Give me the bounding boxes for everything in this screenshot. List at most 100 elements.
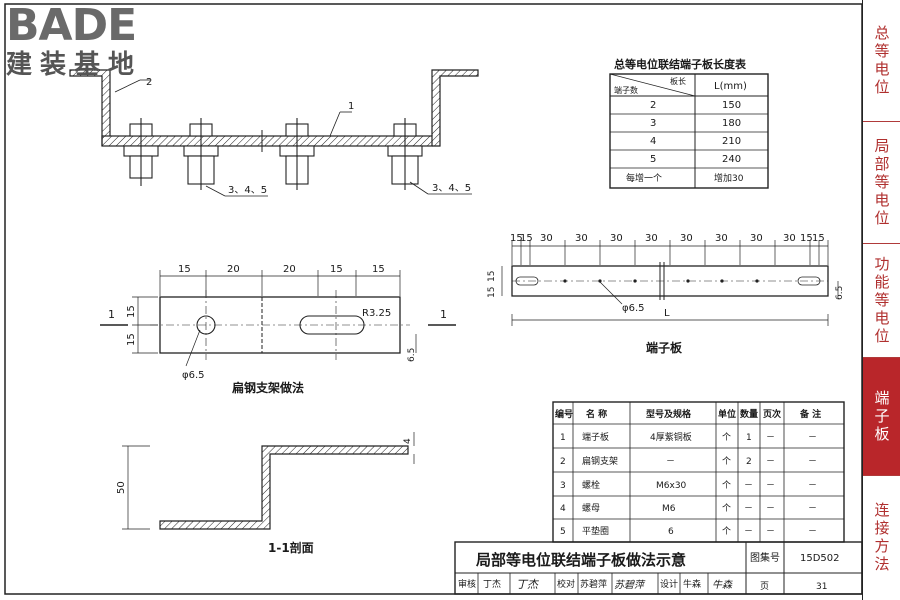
svg-text:个: 个 [722,432,731,443]
svg-text:5: 5 [560,527,566,537]
sidebar-tab-label: 端子板 [872,389,891,444]
svg-text:－: － [744,504,753,514]
section-caption: 1-1剖面 [268,540,314,555]
svg-text:3: 3 [650,118,656,129]
svg-text:15: 15 [812,233,825,244]
sidebar-tab-local-equipotential[interactable]: 局部等电位 [863,122,900,244]
sidebar-tab-terminal-board[interactable]: 端子板 [863,358,900,476]
svg-text:15: 15 [487,271,497,282]
svg-text:6.5: 6.5 [835,286,845,300]
svg-text:6.5: 6.5 [407,348,417,362]
svg-text:210: 210 [722,136,741,147]
svg-text:个: 个 [722,456,731,467]
checker-signature: 苏碧萍 [614,579,646,591]
sidebar-tab-connection-method[interactable]: 连接方法 [863,476,900,600]
svg-text:－: － [808,504,817,514]
sidebar-tab-label: 总等电位 [872,24,891,97]
bolt-1 [123,118,159,186]
sidebar-tab-functional-equipotential[interactable]: 功能等电位 [863,244,900,358]
logo-subtitle: 建装基地 [6,50,143,80]
svg-text:增加30: 增加30 [714,172,744,184]
svg-text:单位: 单位 [718,408,736,420]
length-label: L [664,308,670,319]
page-number: 31 [816,582,827,592]
svg-text:校对: 校对 [557,578,575,590]
svg-text:－: － [766,527,775,537]
header-length: L(mm) [714,81,747,92]
svg-text:30: 30 [715,233,728,244]
svg-text:个: 个 [722,480,731,491]
svg-text:15: 15 [520,233,533,244]
svg-text:螺母: 螺母 [582,503,600,514]
svg-text:30: 30 [750,233,763,244]
svg-text:－: － [808,457,817,467]
svg-text:个: 个 [722,503,731,514]
svg-text:－: － [744,481,753,491]
terminal-board-section [101,135,433,147]
header-terminal-count: 端子数 [614,85,638,95]
svg-text:30: 30 [645,233,658,244]
section-1-1: 50 4 1-1剖面 [116,432,415,555]
sidebar-tab-label: 局部等电位 [872,137,891,228]
svg-text:个: 个 [722,526,731,537]
drawing-title: 局部等电位联结端子板做法示意 [475,551,686,569]
logo: BADE 建装基地 [6,4,176,81]
svg-text:1: 1 [560,433,566,443]
svg-text:端子板: 端子板 [582,431,609,443]
svg-text:2: 2 [560,457,566,467]
sidebar: 总等电位 局部等电位 功能等电位 端子板 连接方法 [862,0,900,600]
designer-signature: 牛森 [712,579,733,591]
svg-text:30: 30 [610,233,623,244]
atlas-number: 15D502 [800,553,840,564]
svg-text:平垫圈: 平垫圈 [582,525,609,537]
svg-text:－: － [766,433,775,443]
svg-text:30: 30 [783,233,796,244]
svg-text:螺栓: 螺栓 [582,479,600,491]
terminal-board-caption: 端子板 [646,340,683,355]
bracket-plan: 15 20 20 15 15 R3.25 15 15 6.5 1 1 φ6.5 … [100,264,456,395]
bracket-outline [159,296,401,354]
svg-text:180: 180 [722,118,741,129]
sidebar-tab-label: 功能等电位 [872,255,891,346]
section-profile [159,445,409,530]
svg-text:30: 30 [540,233,553,244]
bolt-2 [183,118,219,190]
svg-text:50: 50 [116,481,127,494]
callout-345-left: 3、4、5 [228,185,267,196]
svg-text:每增一个: 每增一个 [626,172,662,184]
svg-text:150: 150 [722,100,741,111]
callout-345-right: 3、4、5 [432,183,471,194]
svg-text:5: 5 [650,154,656,165]
svg-text:15: 15 [510,233,523,244]
bolt-3 [279,118,315,190]
parts-table: 编号 名 称 型号及规格 单位 数量 页次 备 注 1 端子板 4厚紫铜板 个 … [552,401,845,543]
svg-text:苏碧萍: 苏碧萍 [580,578,607,590]
svg-text:设计: 设计 [660,578,678,590]
sidebar-tab-label: 连接方法 [872,502,891,574]
bolt-4 [387,118,423,190]
header-board-length: 板长 [670,76,686,86]
svg-text:15: 15 [178,264,191,275]
svg-text:－: － [766,481,775,491]
sidebar-tab-main-equipotential[interactable]: 总等电位 [863,0,900,122]
top-assembly: 2 1 3、4、5 3、4、5 [69,69,479,197]
svg-text:审核: 审核 [458,578,476,590]
bracket-hole-label: φ6.5 [182,370,205,381]
svg-text:－: － [808,527,817,537]
svg-text:－: － [766,457,775,467]
section-mark-right: 1 [440,308,447,321]
svg-text:丁杰: 丁杰 [483,578,501,590]
svg-text:2: 2 [650,100,656,111]
callout-1: 1 [348,101,354,112]
svg-text:4: 4 [403,438,413,444]
terminal-board-plan: 15 15 30 30 30 30 30 30 15 15 30 30 15 1… [487,233,845,355]
svg-text:型号及规格: 型号及规格 [646,408,692,420]
svg-text:30: 30 [575,233,588,244]
svg-text:3: 3 [560,481,566,491]
svg-text:15: 15 [330,264,343,275]
right-bracket [431,69,479,147]
svg-text:－: － [744,527,753,537]
svg-text:20: 20 [227,264,240,275]
radius-label: R3.25 [362,308,391,319]
bracket-caption: 扁钢支架做法 [232,380,304,395]
